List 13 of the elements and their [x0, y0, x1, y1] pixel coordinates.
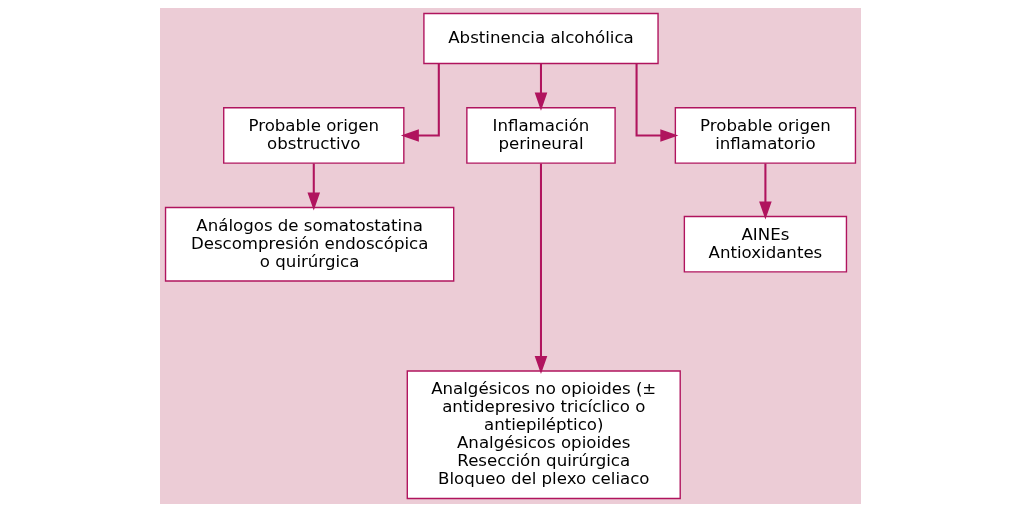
arrow — [307, 163, 321, 211]
node-box: AINEs Antioxidantes — [683, 215, 848, 273]
arrow — [400, 63, 440, 142]
node-box: Probable origen obstructivo — [223, 107, 405, 164]
arrow — [635, 63, 679, 142]
node-box: Abstinencia alcohólica — [423, 12, 659, 65]
node-box: Análogos de somatostatina Descompresión endoscópica o quirúrgica — [164, 206, 455, 282]
arrow — [534, 163, 548, 375]
node-box: Analgésicos no opioides (± antidepresivo tricíclico o antiepiléptico) Analgésicos opioides Resección quirúrgica Bloqueo del plexo celiaco — [406, 370, 681, 500]
node-box: Probable origen inflamatorio — [674, 107, 857, 164]
node-box: Inflamación perineural — [466, 107, 616, 164]
arrow — [759, 163, 772, 220]
arrow — [534, 63, 548, 111]
